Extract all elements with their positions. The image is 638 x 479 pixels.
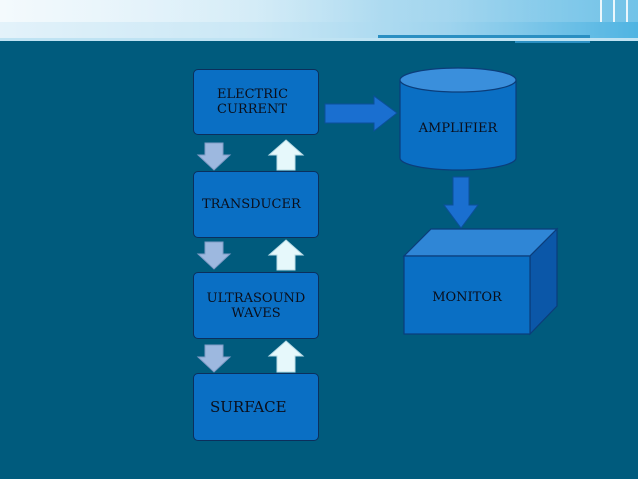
banner-underline [0, 38, 638, 41]
banner-stripe [613, 0, 615, 22]
arrow-to-monitor [443, 176, 479, 229]
down-arrow-2 [196, 241, 232, 270]
banner-stripe [600, 0, 602, 22]
down-arrow-1 [196, 142, 232, 171]
amplifier-label: AMPLIFIER [418, 121, 498, 136]
surface-label: SURFACE [210, 397, 287, 416]
banner-notch [515, 41, 590, 43]
down-arrow-3 [196, 344, 232, 373]
arrow-to-amplifier [324, 95, 398, 133]
up-arrow-3 [267, 340, 305, 373]
header-banner [0, 0, 638, 38]
transducer-block: TRANSDUCER [193, 171, 319, 238]
banner-stripe [626, 0, 628, 22]
monitor-cube [402, 227, 559, 336]
up-arrow-2 [267, 239, 305, 271]
banner-gloss [0, 0, 638, 22]
up-arrow-1 [267, 139, 305, 171]
electric-current-block: ELECTRIC CURRENT [193, 69, 319, 135]
ultrasound-waves-label: ULTRASOUND WAVES [206, 290, 306, 321]
surface-block: SURFACE [193, 373, 319, 441]
ultrasound-waves-block: ULTRASOUND WAVES [193, 272, 319, 339]
transducer-label: TRANSDUCER [202, 197, 301, 212]
amplifier-cylinder [399, 67, 517, 171]
banner-notch [378, 35, 590, 38]
electric-current-label: ELECTRIC CURRENT [217, 87, 289, 117]
monitor-label: MONITOR [432, 290, 502, 305]
